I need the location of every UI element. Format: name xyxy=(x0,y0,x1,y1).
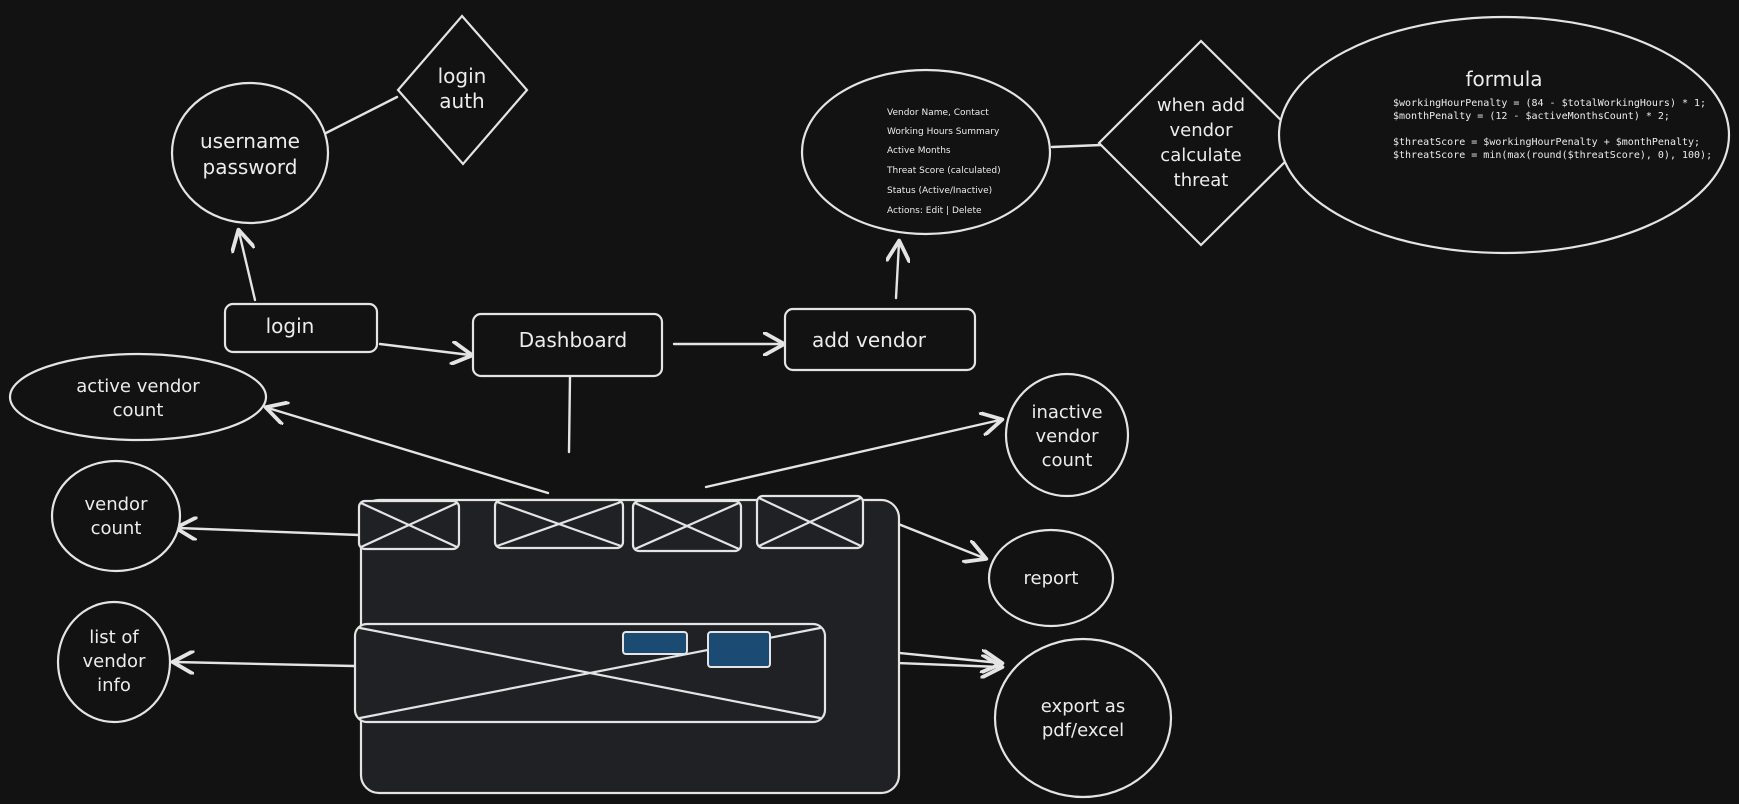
inactive-count-line-2: vendor xyxy=(1036,426,1100,447)
arrow-wireframe-to-inactive-count xyxy=(704,420,1000,489)
vendor-fields-node: Vendor Name, Contact Working Hours Summa… xyxy=(800,68,1052,236)
inactive-vendor-count-node: inactive vendor count xyxy=(1004,372,1130,498)
arrow-card-to-vendor-count xyxy=(178,528,361,535)
stat-card-report xyxy=(755,494,865,550)
arrow-login-to-dashboard xyxy=(378,344,470,355)
inactive-count-line-1: inactive xyxy=(1031,402,1102,423)
threat-line-3: calculate xyxy=(1160,145,1241,166)
formula-line-1: $workingHourPenalty = (84 - $totalWorkin… xyxy=(1393,98,1706,109)
threat-line-4: threat xyxy=(1174,170,1229,191)
arrow-wireframe-to-active-count xyxy=(268,408,550,495)
list-vendor-info-node: list of vendor info xyxy=(56,600,172,724)
stat-card-inactive-count xyxy=(631,499,743,553)
list-info-line-2: vendor xyxy=(83,651,147,672)
vendor-count-line-2: count xyxy=(91,518,142,539)
active-vendor-count-node: active vendor count xyxy=(8,352,268,442)
formula-line-4: $threatScore = min(max(round($threatScor… xyxy=(1393,150,1712,161)
dashboard-node[interactable]: Dashboard xyxy=(471,312,664,378)
report-node: report xyxy=(987,528,1115,628)
formula-line-2: $monthPenalty = (12 - $activeMonthsCount… xyxy=(1393,111,1670,122)
active-count-line-2: count xyxy=(113,400,164,421)
line-credentials-to-auth xyxy=(324,95,399,135)
list-info-line-3: info xyxy=(97,675,131,696)
export-line-2: pdf/excel xyxy=(1042,720,1124,741)
formula-line-3: $threatScore = $workingHourPenalty + $mo… xyxy=(1393,137,1700,148)
inactive-count-line-3: count xyxy=(1042,450,1093,471)
export-line-1: export as xyxy=(1041,696,1125,717)
login-label: login xyxy=(266,314,315,338)
report-label: report xyxy=(1024,568,1079,589)
stat-card-vendor-count xyxy=(357,499,461,551)
arrow-add-vendor-to-fields xyxy=(896,243,899,300)
export-pdf-button[interactable] xyxy=(622,631,688,655)
active-count-line-1: active vendor xyxy=(76,376,200,397)
credentials-line-1: username xyxy=(200,129,300,153)
login-node[interactable]: login xyxy=(223,302,379,354)
threat-line-1: when add xyxy=(1157,95,1245,116)
add-vendor-label: add vendor xyxy=(812,328,927,352)
login-auth-line-1: login xyxy=(438,64,487,88)
line-fields-to-threat xyxy=(1050,143,1103,149)
dashboard-label: Dashboard xyxy=(519,328,628,352)
credentials-line-2: password xyxy=(203,155,298,179)
threat-line-2: vendor xyxy=(1170,120,1234,141)
vendor-count-line-1: vendor xyxy=(85,494,149,515)
formula-node: formula $workingHourPenalty = (84 - $tot… xyxy=(1277,15,1731,255)
vendor-field-6: Actions: Edit | Delete xyxy=(887,206,982,216)
vendor-field-2: Working Hours Summary xyxy=(887,127,1000,137)
list-info-line-1: list of xyxy=(89,627,139,648)
formula-title: formula xyxy=(1465,67,1542,91)
vendor-count-node: vendor count xyxy=(50,459,182,573)
vendor-field-4: Threat Score (calculated) xyxy=(886,166,1001,176)
calculate-threat-node: when add vendor calculate threat xyxy=(1097,39,1306,247)
stat-card-active-count xyxy=(493,498,625,550)
dashboard-wireframe xyxy=(353,494,901,795)
arrow-login-to-credentials xyxy=(239,232,257,302)
add-vendor-node[interactable]: add vendor xyxy=(783,307,977,372)
login-auth-line-2: auth xyxy=(439,89,484,113)
vendor-field-1: Vendor Name, Contact xyxy=(887,108,989,118)
vendor-field-3: Active Months xyxy=(887,146,951,156)
login-auth-node: login auth xyxy=(396,14,529,166)
arrow-list-to-vendor-info xyxy=(175,662,356,666)
vendor-field-5: Status (Active/Inactive) xyxy=(887,186,992,196)
line-dashboard-to-wireframe xyxy=(567,374,572,454)
export-node: export as pdf/excel xyxy=(993,637,1173,799)
export-excel-button[interactable] xyxy=(707,631,771,668)
credentials-node: username password xyxy=(170,81,330,225)
